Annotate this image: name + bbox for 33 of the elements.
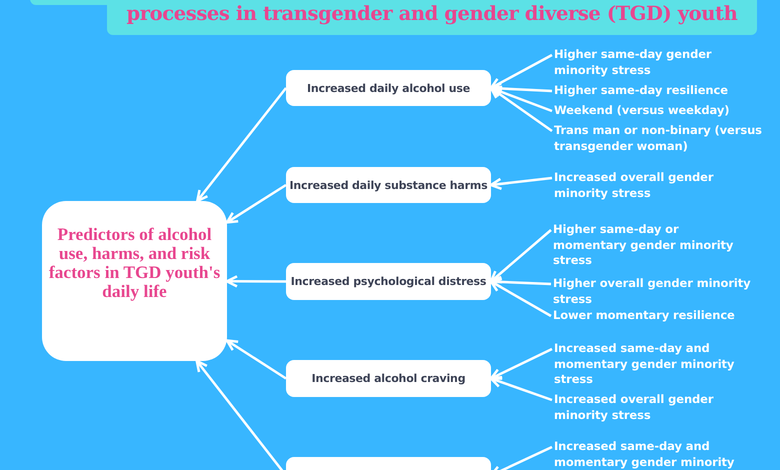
factor-text: Increased same-day and momentary gender minority bbox=[554, 439, 759, 470]
arrow bbox=[490, 376, 552, 402]
factor-text: Higher same-day resilience bbox=[554, 83, 754, 98]
title: processes in transgender and gender diverse (TGD) youth bbox=[107, 0, 757, 35]
factor-text: Higher overall gender minority stress bbox=[553, 276, 758, 307]
factor-text: Higher same-day or momentary gender minority stress bbox=[553, 222, 743, 268]
topic-text: Predictors of alcohol use, harms, and risk factors in TGD youth's daily life bbox=[48, 225, 222, 301]
outcome-text: Increased daily substance harms bbox=[290, 178, 488, 192]
outcome-text: Increased alcohol craving bbox=[312, 372, 466, 385]
arrow bbox=[490, 229, 552, 283]
factor-text: Weekend (versus weekday) bbox=[554, 103, 754, 118]
arrow bbox=[226, 275, 286, 288]
arrow bbox=[490, 86, 553, 132]
factor-text: Lower momentary resilience bbox=[553, 308, 758, 324]
outcome-box bbox=[286, 167, 491, 203]
outcome-text: Increased daily alcohol use bbox=[307, 82, 470, 94]
arrow bbox=[196, 87, 287, 202]
arrow bbox=[226, 339, 287, 380]
factor-text: Increased same-day and momentary gender minority stress bbox=[554, 341, 759, 388]
factor-text: Higher same-day gender minority stress bbox=[554, 47, 754, 78]
outcome-box bbox=[286, 360, 491, 397]
factor-text: Increased overall gender minority stress bbox=[554, 392, 759, 423]
outcome-box bbox=[286, 263, 491, 300]
arrow bbox=[490, 280, 552, 318]
arrow bbox=[490, 176, 552, 190]
factor-text: Trans man or non-binary (versus transgender woman) bbox=[554, 123, 779, 154]
outcome-box bbox=[286, 70, 491, 106]
factor-text: Increased overall gender minority stress bbox=[554, 170, 754, 201]
outcome-text: Increased psychological distress bbox=[290, 275, 486, 288]
topic-card bbox=[42, 201, 227, 361]
arrow bbox=[490, 54, 553, 90]
arrow bbox=[226, 184, 287, 224]
arrow bbox=[490, 348, 553, 380]
